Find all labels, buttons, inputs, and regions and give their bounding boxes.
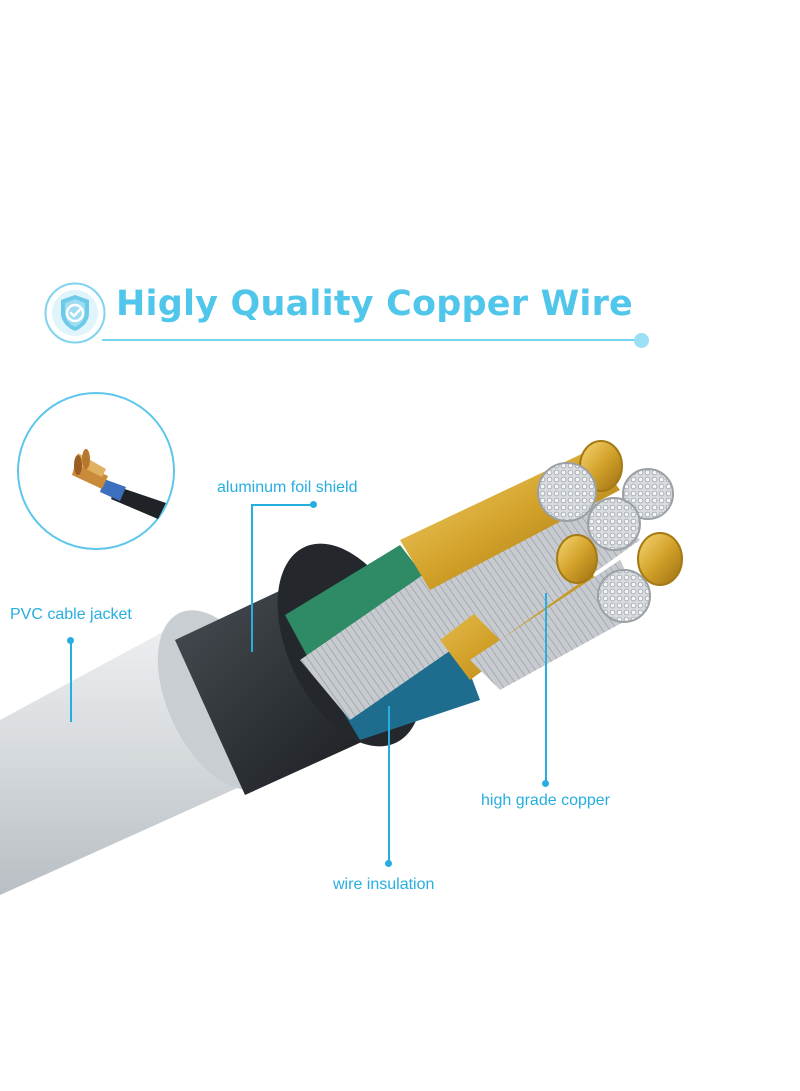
callout-foil-vline bbox=[251, 504, 253, 652]
shield-check-icon bbox=[44, 282, 106, 344]
shield-badge bbox=[44, 282, 106, 344]
callout-jacket-vline bbox=[70, 640, 72, 722]
headline-divider-dot bbox=[634, 333, 649, 348]
callout-copper-dot bbox=[542, 780, 549, 787]
callout-jacket-label: PVC cable jacket bbox=[10, 606, 132, 623]
conductor-ends bbox=[537, 440, 683, 623]
cable-illustration bbox=[0, 440, 683, 895]
cable-inset bbox=[16, 391, 176, 551]
headline-divider bbox=[102, 339, 638, 341]
callout-insulation-dot bbox=[385, 860, 392, 867]
callout-foil-label: aluminum foil shield bbox=[217, 479, 358, 496]
callout-foil-hline bbox=[251, 504, 315, 506]
callout-copper-vline bbox=[545, 593, 547, 783]
headline-title: Higly Quality Copper Wire bbox=[116, 284, 633, 324]
callout-insulation-vline bbox=[388, 706, 390, 864]
cable-cross-section-icon bbox=[17, 392, 175, 550]
callout-insulation-label: wire insulation bbox=[333, 876, 435, 893]
callout-foil-dot bbox=[310, 501, 317, 508]
callout-copper-label: high grade copper bbox=[481, 792, 610, 809]
